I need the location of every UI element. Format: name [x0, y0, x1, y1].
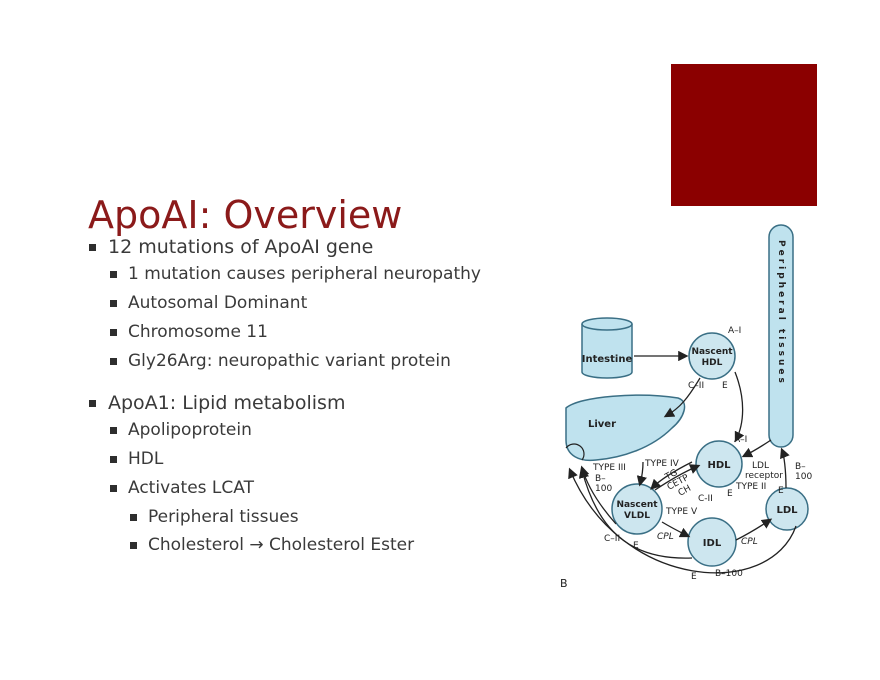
- apo-label: C–II: [688, 381, 704, 391]
- apo-label: E: [722, 381, 728, 391]
- bullet-item: 12 mutations of ApoAI gene: [88, 234, 538, 260]
- bullet-item: Cholesterol → Cholesterol Ester: [88, 531, 538, 559]
- bullet-list: 12 mutations of ApoAI gene 1 mutation ca…: [88, 234, 538, 559]
- apo-label: A–I: [728, 326, 741, 336]
- cpl-label: CPL: [657, 532, 674, 542]
- liver-label: Liver: [588, 419, 616, 430]
- apo-label: 100: [795, 472, 812, 482]
- type-label: TYPE II: [735, 482, 766, 492]
- bullet-item: Autosomal Dominant: [88, 289, 538, 318]
- type-label: TYPE III: [592, 463, 626, 473]
- apo-label: B–: [795, 462, 806, 472]
- accent-block: [671, 64, 817, 206]
- pathway-arrows: [568, 350, 797, 574]
- ldl-receptor-label: LDL: [752, 461, 769, 471]
- type-label: TYPE V: [665, 507, 698, 517]
- nascent-hdl-label: HDL: [702, 358, 723, 368]
- lipoprotein-diagram: Peripheral tissues Intestine Liver Nasce…: [560, 224, 812, 590]
- peripheral-tissues-label: Peripheral tissues: [776, 240, 786, 386]
- diagram-labels: A–I C–II E A–I TYPE IV TG CETP CH C-II E…: [560, 326, 812, 590]
- nascent-vldl-label: VLDL: [624, 511, 650, 521]
- apo-label: B–: [595, 474, 606, 484]
- bullet-item: Peripheral tissues: [88, 503, 538, 531]
- ldl-receptor-label: receptor: [745, 471, 783, 481]
- nascent-hdl-node: Nascent HDL: [688, 332, 736, 380]
- apo-label: 100: [595, 484, 612, 494]
- nascent-vldl-label: Nascent: [616, 500, 658, 510]
- bullet-item: Apolipoprotein: [88, 416, 538, 445]
- apo-label: E: [691, 572, 697, 582]
- intestine-label: Intestine: [582, 354, 633, 365]
- bullet-item: HDL: [88, 445, 538, 474]
- peripheral-tissues-tube: Peripheral tissues: [768, 224, 794, 448]
- nascent-vldl-node: Nascent VLDL: [611, 483, 663, 535]
- ldl-node: LDL: [765, 487, 809, 531]
- bullet-item: Activates LCAT: [88, 474, 538, 503]
- bullet-item: Chromosome 11: [88, 318, 538, 347]
- apo-label: C–II: [604, 534, 620, 544]
- apo-label: E: [778, 486, 784, 496]
- bullet-item: Gly26Arg: neuropathic variant protein: [88, 347, 538, 376]
- hdl-label: HDL: [707, 460, 731, 471]
- liver-node: Liver: [565, 394, 686, 462]
- bullet-item: ApoA1: Lipid metabolism: [88, 390, 538, 416]
- bullet-item: 1 mutation causes peripheral neuropathy: [88, 260, 538, 289]
- idl-label: IDL: [703, 538, 722, 549]
- ldl-label: LDL: [776, 505, 798, 516]
- apo-label: A–I: [734, 435, 747, 445]
- slide-title: ApoAI: Overview: [88, 193, 403, 238]
- apo-label: E: [633, 541, 639, 551]
- nascent-hdl-label: Nascent: [691, 347, 733, 357]
- intestine-node: Intestine: [581, 317, 633, 379]
- panel-letter: B: [560, 577, 568, 590]
- hdl-node: HDL: [695, 440, 743, 488]
- cpl-label: CPL: [741, 537, 758, 547]
- type-label: TYPE IV: [644, 459, 680, 469]
- apo-label: E: [727, 489, 733, 499]
- apo-label: C-II: [698, 494, 713, 504]
- apo-label: B–100: [715, 569, 743, 579]
- idl-node: IDL: [687, 517, 737, 567]
